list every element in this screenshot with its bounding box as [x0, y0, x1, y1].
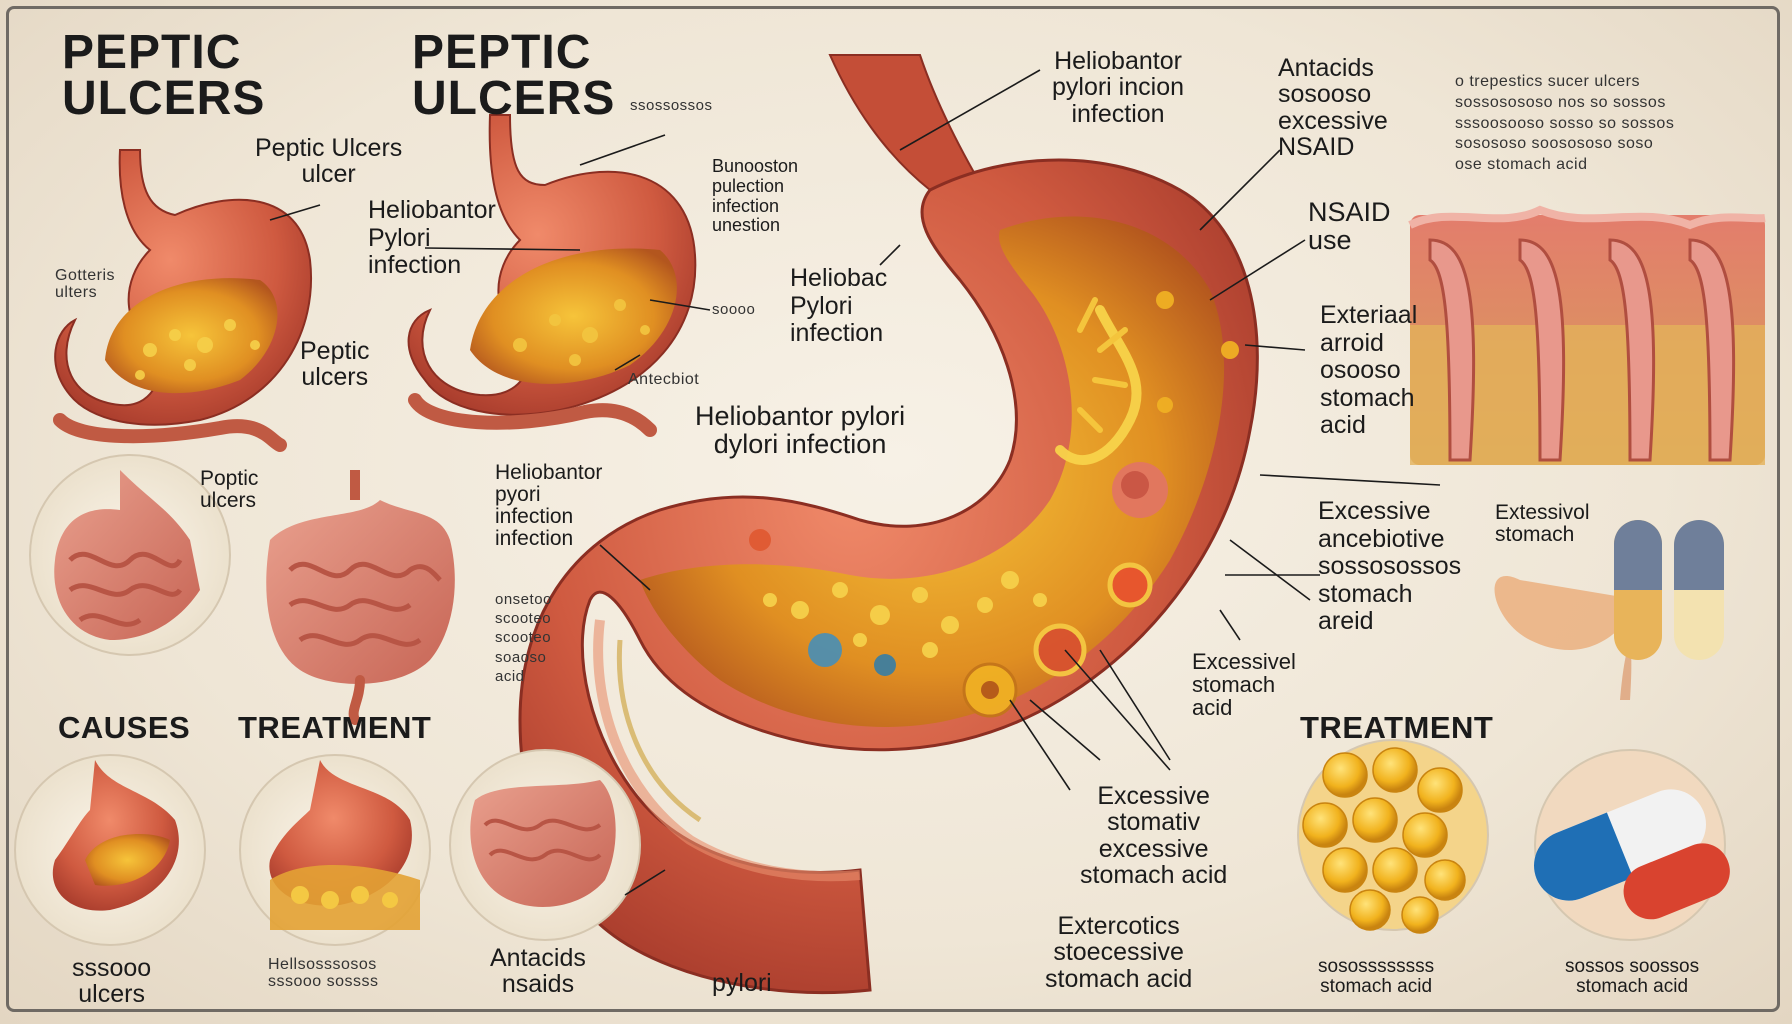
- label-nsaid-use: NSAID use: [1308, 197, 1391, 256]
- tablets-circle: [1297, 739, 1489, 934]
- label-heliobantor-pylori-big: Heliobantor pylori dylori infection: [695, 401, 906, 460]
- main-title-1: PEPTIC ULCERS: [62, 26, 266, 125]
- leader-lines: [269, 69, 1441, 896]
- label-extercotics: Extercotics stoecessive stomach acid: [1045, 912, 1193, 993]
- stomach-illustration-large: [518, 54, 1259, 995]
- label-peptic-ulcers-3: Poptic ulcers: [200, 467, 259, 513]
- poster-frame: [6, 6, 1780, 1012]
- intestine-circle-2: [266, 470, 455, 725]
- header-causes: CAUSES: [58, 710, 191, 745]
- label-ulcers-bottom: sssooo ulcers: [72, 954, 152, 1009]
- label-heliobantor-small: Heliobantor Pylori infection: [368, 196, 496, 279]
- header-treatment-left: TREATMENT: [238, 710, 432, 745]
- intestine-circle-1: [29, 454, 231, 656]
- stomach-illustration-small-1: [53, 149, 312, 452]
- label-antacids-nsaids: Antacids nsaids: [490, 944, 586, 999]
- stomach-illustration-small-2: [407, 114, 697, 437]
- stomach-circle-2: [239, 754, 431, 946]
- label-stomach-acid-bottom-1: sosossssssss stomach acid: [1318, 956, 1435, 997]
- label-excessivel-stomach: Excessivel stomach acid: [1192, 649, 1296, 721]
- label-intro-paragraph: o trepestics sucer ulcers sossosososo no…: [1455, 73, 1675, 174]
- label-heliobantor-pyori: Heliobantor pyori infection infection: [495, 461, 603, 551]
- label-gotteris: Gotteris ulters: [55, 267, 116, 301]
- label-stomach-acid-bottom-2: sossos soossos stomach acid: [1565, 956, 1700, 997]
- label-antacids-top: Antacids sosooso excessive NSAID: [1278, 54, 1388, 161]
- label-excessive-ancebiotive: Excessive ancebiotive sossosossos stomac…: [1318, 497, 1462, 635]
- mucosa-cross-section: [1408, 205, 1766, 465]
- header-treatment-right: TREATMENT: [1300, 710, 1494, 745]
- label-scribble-list: onsetoo scooteo scooteo soaoso acid: [495, 591, 552, 685]
- label-heliobac-pylori: Heliobac Pylori infection: [790, 264, 888, 347]
- stomach-circle-1: [14, 754, 206, 946]
- intestine-circle-3: [449, 749, 641, 941]
- capsule-circle: [1534, 749, 1730, 941]
- label-pylori-bottom: pylori: [712, 969, 772, 997]
- label-excessive-stomativ: Excessive stomativ excessive stomach aci…: [1080, 782, 1228, 889]
- capsule-pair-illustration: [1494, 520, 1724, 700]
- label-bunooston: Bunooston pulection infection unestion: [712, 156, 799, 236]
- label-peptic-ulcers-ulcer: Peptic Ulcers ulcer: [255, 134, 403, 189]
- label-extessivol: Extessivol stomach: [1495, 501, 1590, 547]
- label-peptic-ulcers-2: Peptic ulcers: [300, 337, 370, 392]
- label-exteral-arroid: Exteriaal arroid osooso stomach acid: [1320, 301, 1418, 439]
- label-heliobantor-bottom: Hellsosssosos sssooo sossss: [268, 956, 379, 990]
- label-scribble-top: ssossossos: [630, 97, 713, 114]
- label-soooo: soooo: [712, 301, 756, 318]
- main-title-2: PEPTIC ULCERS: [412, 26, 616, 125]
- label-antecbiot: Antecbiot: [628, 371, 700, 388]
- label-heliobantor-top: Heliobantor pylori incion infection: [1052, 47, 1185, 128]
